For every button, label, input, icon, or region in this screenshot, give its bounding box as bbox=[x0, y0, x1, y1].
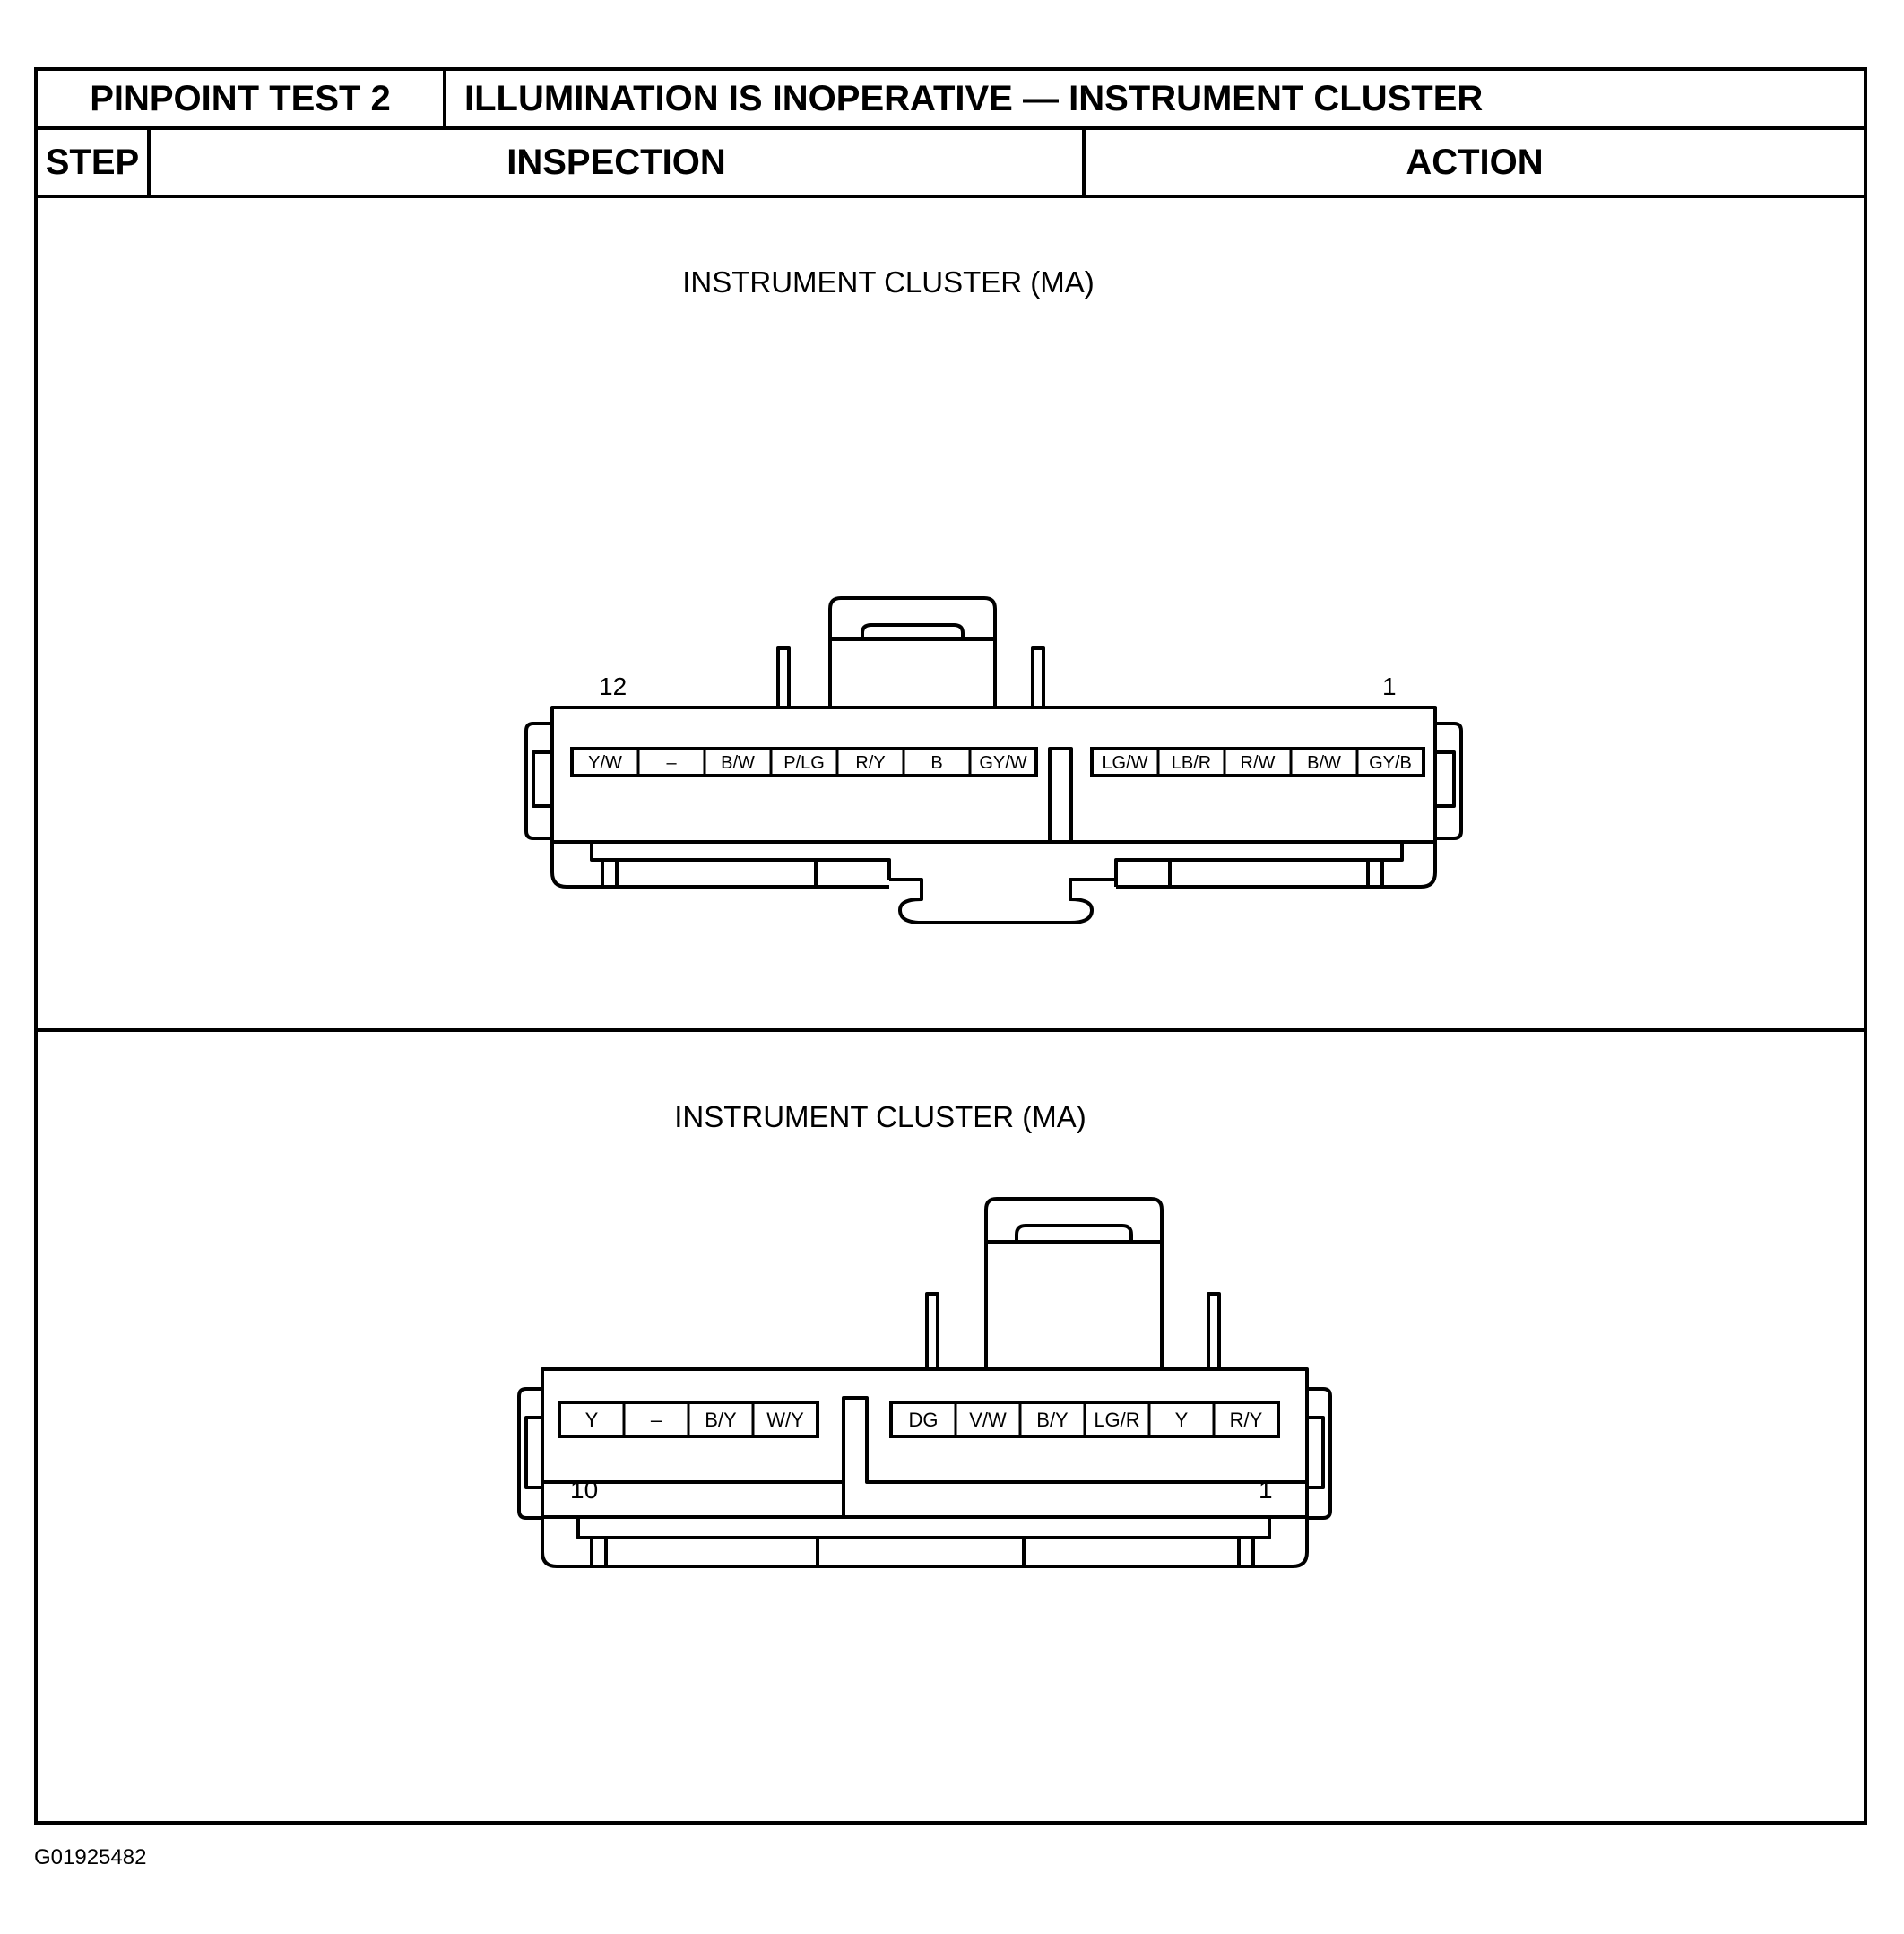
connector-b-pin-1-number: 1 bbox=[1259, 1476, 1273, 1504]
pin-wire-color-label: P/LG bbox=[783, 753, 825, 773]
column-step: STEP bbox=[38, 130, 151, 195]
pin-wire-color-label: B/Y bbox=[705, 1409, 737, 1431]
pin-row-frame bbox=[570, 747, 1038, 777]
pin-wire-color-label: W/Y bbox=[766, 1409, 804, 1431]
pin-wire-color-label: R/W bbox=[1241, 753, 1276, 773]
connector-b-diagram: INSTRUMENT CLUSTER (MA) bbox=[517, 1100, 1332, 1568]
pin-wire-color-label: – bbox=[651, 1409, 662, 1431]
pin-wire-color-label: B/W bbox=[721, 753, 755, 773]
pin-wire-color-label: B bbox=[930, 753, 942, 773]
connector-a-right-pin-row: LG/W LB/R R/W B/W GY/B bbox=[1090, 747, 1425, 777]
pin-wire-color-label: R/Y bbox=[855, 753, 885, 773]
pin-wire-color-label: V/W bbox=[969, 1409, 1007, 1431]
column-inspection: INSPECTION bbox=[151, 130, 1086, 195]
pin-wire-color-label: LG/W bbox=[1102, 753, 1147, 773]
connector-a-diagram: INSTRUMENT CLUSTER (MA) bbox=[524, 265, 1463, 924]
connector-a-left-pin-row: Y/W – B/W P/LG R/Y B GY/W bbox=[570, 747, 1038, 777]
column-header-row: STEP INSPECTION ACTION bbox=[38, 130, 1864, 198]
pin-wire-color-label: LB/R bbox=[1172, 753, 1211, 773]
title-row: PINPOINT TEST 2 ILLUMINATION IS INOPERAT… bbox=[38, 71, 1864, 130]
pin-wire-color-label: B/W bbox=[1307, 753, 1341, 773]
connector-b-left-pin-row: Y – B/Y W/Y bbox=[558, 1401, 819, 1438]
pin-wire-color-label: Y/W bbox=[588, 753, 622, 773]
pin-wire-color-label: GY/B bbox=[1369, 753, 1412, 773]
pin-wire-color-label: Y bbox=[585, 1409, 599, 1431]
pin-wire-color-label: – bbox=[666, 753, 677, 773]
connector-b-right-pin-row: DG V/W B/Y LG/R Y R/Y bbox=[889, 1401, 1280, 1438]
connector-a-panel: INSTRUMENT CLUSTER (MA) bbox=[38, 198, 1864, 1032]
pin-wire-color-label: R/Y bbox=[1230, 1409, 1263, 1431]
pin-wire-color-label: Y bbox=[1175, 1409, 1189, 1431]
pin-wire-color-label: LG/R bbox=[1094, 1409, 1139, 1431]
column-action: ACTION bbox=[1406, 142, 1544, 182]
pin-row-frame bbox=[1090, 747, 1425, 777]
pinpoint-test-table: PINPOINT TEST 2 ILLUMINATION IS INOPERAT… bbox=[34, 67, 1867, 1825]
connector-a-pin-12-number: 12 bbox=[599, 672, 627, 700]
pin-wire-color-label: GY/W bbox=[979, 753, 1026, 773]
connector-b-caption: INSTRUMENT CLUSTER (MA) bbox=[674, 1100, 1086, 1133]
test-title: ILLUMINATION IS INOPERATIVE — INSTRUMENT… bbox=[464, 78, 1484, 118]
test-label: PINPOINT TEST 2 bbox=[38, 71, 446, 126]
connector-a-pin-1-number: 1 bbox=[1382, 672, 1397, 700]
connector-b-panel: INSTRUMENT CLUSTER (MA) bbox=[38, 1032, 1864, 1821]
pin-wire-color-label: B/Y bbox=[1036, 1409, 1069, 1431]
connector-a-caption: INSTRUMENT CLUSTER (MA) bbox=[682, 265, 1095, 299]
pin-wire-color-label: DG bbox=[909, 1409, 939, 1431]
figure-id: G01925482 bbox=[34, 1845, 147, 1869]
connector-b-pin-10-number: 10 bbox=[570, 1476, 598, 1504]
